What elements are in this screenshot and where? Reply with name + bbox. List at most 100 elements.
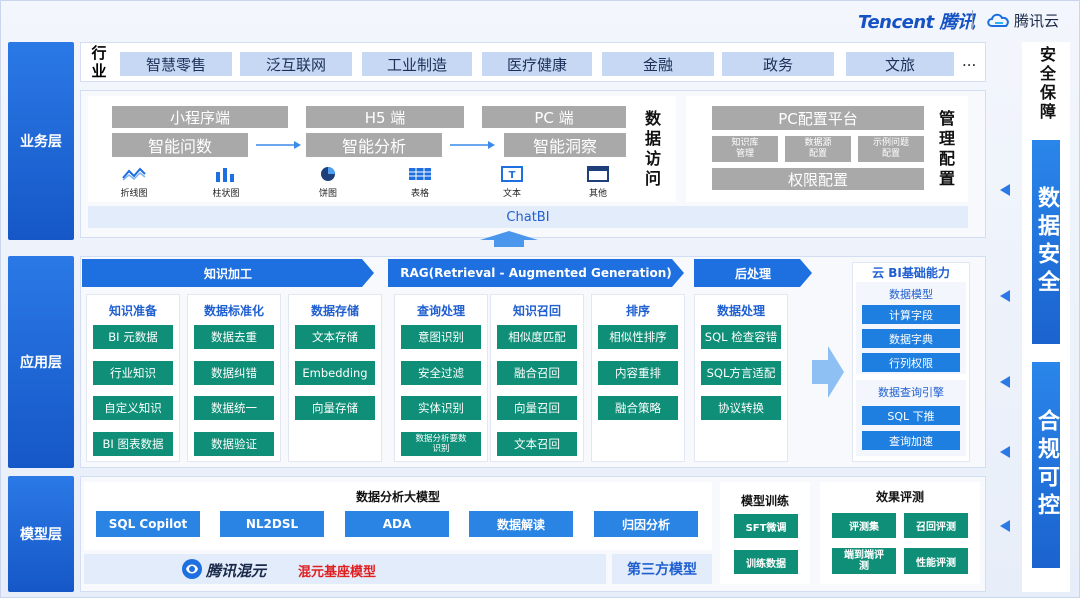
data-security: 数据安全 <box>1032 140 1060 344</box>
permission-config: 权限配置 <box>712 168 924 190</box>
other-icon <box>587 166 609 182</box>
column-title: 知识召回 <box>512 304 561 318</box>
column-item: 文本存储 <box>295 325 375 349</box>
calculated-field: 计算字段 <box>862 305 960 324</box>
tencent-logo: Tencent 腾讯 <box>858 12 975 33</box>
data-access-title: 数据访问 <box>640 110 662 195</box>
row-column-permission: 行列权限 <box>862 353 960 372</box>
column-item: 相似度匹配 <box>497 325 577 349</box>
icon-label: 折线图 <box>120 189 148 199</box>
performance-evaluation: 性能评测 <box>904 548 968 574</box>
hunyuan-base-model: 混元基座模型 <box>298 565 377 580</box>
text-item: T 文本 <box>492 166 532 199</box>
arrow-left-icon <box>1000 446 1010 458</box>
column-title: 查询处理 <box>416 304 465 318</box>
pc-config-platform: PC配置平台 <box>712 106 924 130</box>
industry-chip: 智慧零售 <box>120 52 232 76</box>
compliance: 合规可控 <box>1032 362 1060 568</box>
banner-post-processing: 后处理 <box>694 259 812 287</box>
industry-chip: 文旅 <box>846 52 954 76</box>
sft-finetune: SFT微调 <box>734 514 798 538</box>
arrow-up-icon <box>480 231 538 247</box>
channel-h5: H5 端 <box>306 106 464 128</box>
pie-chart-icon <box>321 167 335 181</box>
column-item: 融合召回 <box>497 360 577 385</box>
column-item: 自定义知识 <box>93 396 173 420</box>
chatbi-bar: ChatBI <box>88 206 968 228</box>
recall-evaluation: 召回评测 <box>904 513 968 538</box>
column-item: 融合策略 <box>598 396 678 420</box>
bar-chart-item: 柱状图 <box>206 166 246 199</box>
security-title-text: 安全保障 <box>1037 46 1056 122</box>
industry-chip: 医疗健康 <box>482 52 592 76</box>
third-party-model: 第三方模型 <box>612 554 712 584</box>
column-item: 数据去重 <box>194 325 274 349</box>
table-item: 表格 <box>400 166 440 199</box>
e2e-evaluation: 端到端评 测 <box>832 548 896 574</box>
icon-label: 柱状图 <box>212 189 240 199</box>
training-title: 模型训练 <box>740 494 789 508</box>
text-icon: T <box>501 166 523 182</box>
management-title-text: 管理配置 <box>936 110 955 190</box>
column-title: 知识准备 <box>108 304 157 318</box>
data-security-text: 数据安全 <box>1034 186 1059 298</box>
security-title: 安全保障 <box>1022 46 1070 127</box>
big-model-title: 数据分析大模型 <box>355 490 440 504</box>
hunyuan-bar <box>84 554 606 584</box>
kb-management: 知识库 管理 <box>712 136 778 162</box>
model-ada: ADA <box>345 511 449 537</box>
arrow-left-icon <box>1000 520 1010 532</box>
industry-chip: 金融 <box>602 52 714 76</box>
column-item: 安全过滤 <box>401 360 481 385</box>
tencent-cloud-logo: 腾讯云 <box>1014 12 1060 30</box>
compliance-text: 合规可控 <box>1034 409 1059 521</box>
tencent-cloud-icon <box>987 13 1009 27</box>
column-item: 意图识别 <box>401 325 481 349</box>
evaluation-title: 效果评测 <box>875 490 924 504</box>
query-acceleration: 查询加速 <box>862 431 960 450</box>
column-item: 向量召回 <box>497 396 577 420</box>
channel-pc: PC 端 <box>482 106 626 128</box>
model-data-interpretation: 数据解读 <box>469 511 573 537</box>
smart-query: 智能问数 <box>112 133 248 157</box>
industry-more: ... <box>962 52 977 70</box>
arrow-right-icon <box>450 141 495 149</box>
layer-label-model: 模型层 <box>8 476 74 592</box>
logo-separator <box>972 10 973 30</box>
bar-chart-icon <box>216 168 234 182</box>
icon-label: 饼图 <box>318 189 337 199</box>
column-title: 数据处理 <box>716 304 765 318</box>
line-chart-item: 折线图 <box>114 166 154 199</box>
column-item: BI 元数据 <box>93 325 173 349</box>
svg-text:T: T <box>509 170 516 181</box>
banner-knowledge-processing: 知识加工 <box>82 259 374 287</box>
line-chart-icon <box>122 167 146 181</box>
smart-insight: 智能洞察 <box>504 133 626 157</box>
hunyuan-logo: 腾讯混元 <box>206 562 267 580</box>
model-sql-copilot: SQL Copilot <box>96 511 200 537</box>
pie-chart-item: 饼图 <box>308 166 348 199</box>
example-question-config: 示例问题 配置 <box>858 136 924 162</box>
layer-label-business: 业务层 <box>8 42 74 240</box>
sql-pushdown: SQL 下推 <box>862 406 960 425</box>
other-item: 其他 <box>578 166 618 199</box>
arrow-left-icon <box>1000 184 1010 196</box>
channel-miniprogram: 小程序端 <box>112 106 288 128</box>
column-item: SQL方言适配 <box>701 360 781 385</box>
industry-chip: 政务 <box>722 52 834 76</box>
icon-label: 文本 <box>502 189 521 199</box>
bi-model-title: 数据模型 <box>889 288 933 301</box>
column-item: 协议转换 <box>701 396 781 420</box>
column-item: SQL 检查容错 <box>701 325 781 349</box>
column-item: 文本召回 <box>497 431 577 456</box>
datasource-config: 数据源 配置 <box>785 136 851 162</box>
column-item: 向量存储 <box>295 396 375 420</box>
icon-label: 其他 <box>588 189 607 199</box>
eval-dataset: 评测集 <box>832 513 896 538</box>
training-data: 训练数据 <box>734 550 798 574</box>
layer-label-application: 应用层 <box>8 256 74 468</box>
management-title: 管理配置 <box>934 110 956 195</box>
bi-capability-title: 云 BI基础能力 <box>872 266 950 280</box>
column-item: 实体识别 <box>401 396 481 420</box>
arrow-right-big-icon <box>812 346 844 398</box>
